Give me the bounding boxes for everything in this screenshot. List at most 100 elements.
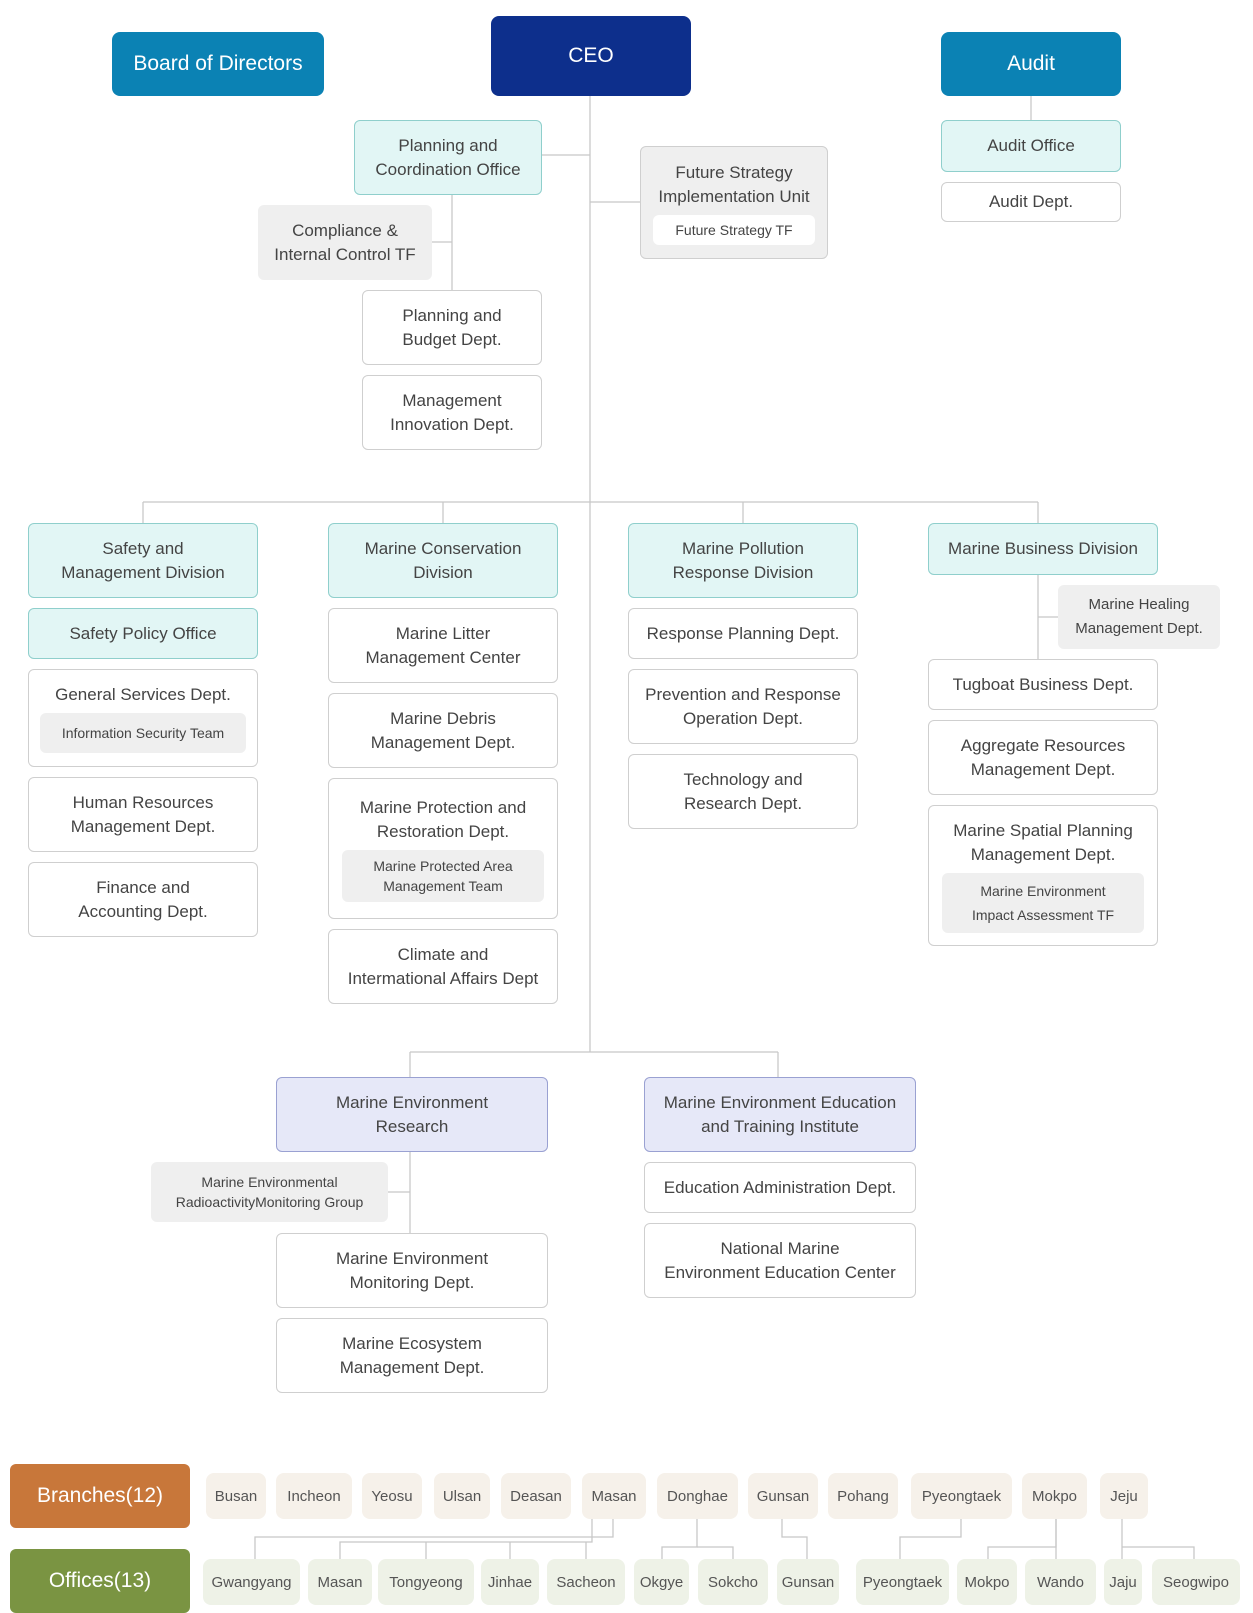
branch-chip[interactable]: Pohang [828, 1473, 898, 1519]
education-training-institute-box[interactable]: Marine Environment Education and Trainin… [644, 1077, 916, 1152]
debris-line-1: Marine Debris [390, 708, 496, 728]
environment-monitoring-dept-box[interactable]: Marine Environment Monitoring Dept. [276, 1233, 548, 1308]
branch-chip[interactable]: Donghae [657, 1473, 738, 1519]
ceo-label: CEO [568, 44, 614, 67]
marine-pollution-division-box[interactable]: Marine Pollution Response Division [628, 523, 858, 598]
impact-assessment-tf[interactable]: Marine Environment Impact Assessment TF [942, 872, 1144, 933]
branch-chip[interactable]: Busan [206, 1473, 266, 1519]
tugboat-business-dept-box[interactable]: Tugboat Business Dept. [928, 659, 1158, 710]
radioactivity-line-2: RadioactivityMonitoring Group [175, 1194, 364, 1210]
branch-chip[interactable]: Yeosu [362, 1473, 422, 1519]
mgmt-innovation-line-1: Management [402, 390, 502, 410]
marine-business-division-box[interactable]: Marine Business Division [928, 523, 1158, 575]
planning-budget-dept-box[interactable]: Planning and Budget Dept. [362, 290, 542, 365]
branch-chip[interactable]: Pyeongtaek [911, 1473, 1012, 1519]
office-chip[interactable]: Seogwipo [1152, 1559, 1240, 1605]
safety-title-line-2: Management Division [61, 562, 225, 582]
branch-chip[interactable]: Gunsan [748, 1473, 818, 1519]
office-chip[interactable]: Wando [1025, 1559, 1096, 1605]
monitoring-line-2: Monitoring Dept. [349, 1272, 475, 1292]
finance-accounting-dept-box[interactable]: Finance and Accounting Dept. [28, 862, 258, 937]
branch-chip[interactable]: Jeju [1100, 1473, 1148, 1519]
ceo-box[interactable]: CEO [491, 16, 691, 96]
office-chip[interactable]: Gunsan [777, 1559, 839, 1605]
branch-chip[interactable]: Masan [582, 1473, 646, 1519]
general-services-dept-box[interactable]: General Services Dept. Information Secur… [28, 669, 258, 767]
finance-line-1: Finance and [96, 877, 190, 897]
technology-line-2: Research Dept. [683, 793, 803, 813]
marine-spatial-planning-dept-box[interactable]: Marine Spatial Planning Management Dept.… [928, 805, 1158, 946]
marine-protected-area-team[interactable]: Marine Protected Area Management Team [342, 849, 544, 902]
safety-management-division-box[interactable]: Safety and Management Division [28, 523, 258, 598]
office-chip[interactable]: Jinhae [481, 1559, 539, 1605]
hr-line-2: Management Dept. [70, 816, 216, 836]
ecosystem-management-dept-box[interactable]: Marine Ecosystem Management Dept. [276, 1318, 548, 1393]
response-planning-dept-box[interactable]: Response Planning Dept. [628, 608, 858, 659]
marine-conservation-division-box[interactable]: Marine Conservation Division [328, 523, 558, 598]
office-chip[interactable]: Okgye [634, 1559, 689, 1605]
marine-protection-dept-box[interactable]: Marine Protection and Restoration Dept. … [328, 778, 558, 919]
technology-research-dept-box[interactable]: Technology and Research Dept. [628, 754, 858, 829]
conservation-title-line-2: Division [413, 562, 473, 582]
audit-box[interactable]: Audit [941, 32, 1121, 96]
offices-label-badge: Offices(13) [10, 1549, 190, 1613]
office-chip[interactable]: Sokcho [698, 1559, 768, 1605]
education-center-line-2: Environment Education Center [664, 1262, 896, 1282]
information-security-team[interactable]: Information Security Team [40, 713, 246, 753]
technology-line-1: Technology and [683, 769, 803, 789]
branch-chip[interactable]: Mokpo [1022, 1473, 1087, 1519]
mpa-line-1: Marine Protected Area [373, 857, 513, 874]
protection-line-2: Restoration Dept. [376, 821, 510, 841]
marine-litter-center-box[interactable]: Marine Litter Management Center [328, 608, 558, 683]
office-chip[interactable]: Tongyeong [378, 1559, 474, 1605]
debris-line-2: Management Dept. [370, 732, 516, 752]
research-title-line-1: Marine Environment [335, 1092, 489, 1112]
marine-debris-dept-box[interactable]: Marine Debris Management Dept. [328, 693, 558, 768]
ecosystem-line-2: Management Dept. [339, 1357, 485, 1377]
planning-budget-line-2: Budget Dept. [402, 329, 502, 349]
education-administration-dept-box[interactable]: Education Administration Dept. [644, 1162, 916, 1213]
office-chip[interactable]: Gwangyang [203, 1559, 300, 1605]
office-chip[interactable]: Sacheon [547, 1559, 625, 1605]
audit-office-label: Audit Office [987, 136, 1075, 155]
branch-chip[interactable]: Ulsan [434, 1473, 490, 1519]
marine-healing-dept-box[interactable]: Marine Healing Management Dept. [1058, 585, 1220, 649]
branch-chip[interactable]: Incheon [276, 1473, 352, 1519]
office-chip[interactable]: Jaju [1104, 1559, 1142, 1605]
safety-policy-office-box[interactable]: Safety Policy Office [28, 608, 258, 659]
marine-environment-research-box[interactable]: Marine Environment Research [276, 1077, 548, 1152]
future-strategy-tf[interactable]: Future Strategy TF [653, 214, 815, 245]
spatial-line-1: Marine Spatial Planning [953, 820, 1133, 840]
hr-line-1: Human Resources [72, 792, 214, 812]
audit-office-box[interactable]: Audit Office [941, 120, 1121, 172]
management-innovation-dept-box[interactable]: Management Innovation Dept. [362, 375, 542, 450]
litter-line-2: Management Center [365, 647, 521, 667]
planning-budget-line-1: Planning and [402, 305, 502, 325]
board-of-directors-box[interactable]: Board of Directors [112, 32, 324, 96]
prevention-response-dept-box[interactable]: Prevention and Response Operation Dept. [628, 669, 858, 744]
climate-affairs-dept-box[interactable]: Climate and Intermational Affairs Dept [328, 929, 558, 1004]
compliance-tf-box[interactable]: Compliance & Internal Control TF [258, 205, 432, 280]
pollution-title-line-1: Marine Pollution [682, 538, 804, 558]
branch-chip[interactable]: Deasan [501, 1473, 571, 1519]
protection-line-1: Marine Protection and [359, 797, 527, 817]
aggregate-line-1: Aggregate Resources [960, 735, 1126, 755]
conservation-title-line-1: Marine Conservation [364, 538, 522, 558]
aggregate-resources-dept-box[interactable]: Aggregate Resources Management Dept. [928, 720, 1158, 795]
office-chip[interactable]: Masan [308, 1559, 372, 1605]
office-chip[interactable]: Mokpo [957, 1559, 1017, 1605]
office-chip[interactable]: Pyeongtaek [856, 1559, 949, 1605]
national-education-center-box[interactable]: National Marine Environment Education Ce… [644, 1223, 916, 1298]
aggregate-line-2: Management Dept. [970, 759, 1116, 779]
radioactivity-monitoring-group-box[interactable]: Marine Environmental RadioactivityMonito… [151, 1162, 388, 1222]
audit-dept-box[interactable]: Audit Dept. [941, 182, 1121, 222]
litter-line-1: Marine Litter [395, 623, 491, 643]
compliance-line-1: Compliance & [292, 220, 398, 240]
future-unit-line-1: Future Strategy [675, 162, 793, 182]
hr-management-dept-box[interactable]: Human Resources Management Dept. [28, 777, 258, 852]
planning-coordination-office-box[interactable]: Planning and Coordination Office [354, 120, 542, 195]
future-strategy-unit-box[interactable]: Future Strategy Implementation Unit Futu… [640, 146, 828, 259]
audit-label: Audit [1007, 52, 1055, 75]
prevention-line-1: Prevention and Response [645, 684, 841, 704]
